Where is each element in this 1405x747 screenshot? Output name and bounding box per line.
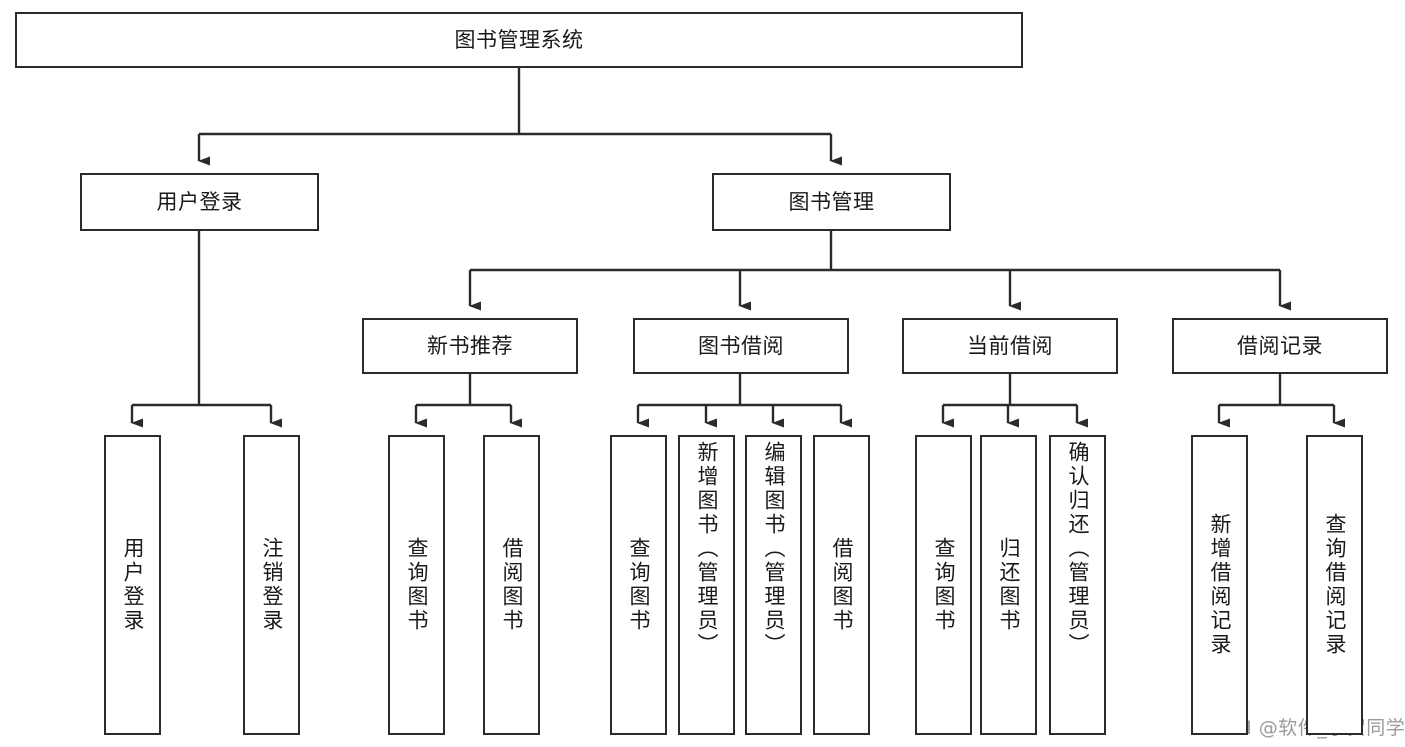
node-current-borrow[interactable]: 当前借阅 xyxy=(902,318,1118,374)
leaf-leaf-user-login[interactable]: 用户登录 xyxy=(104,435,161,735)
leaf-leaf-confirm-return-admin[interactable]: 确认归还（管理员） xyxy=(1049,435,1106,735)
leaf-leaf-borrow-book-recommend-label: 借阅图书 xyxy=(500,537,524,633)
node-book-management[interactable]: 图书管理 xyxy=(712,173,951,231)
node-current-borrow-label: 当前借阅 xyxy=(967,333,1053,358)
node-user-login-label: 用户登录 xyxy=(156,189,243,214)
node-new-book-recommend-label: 新书推荐 xyxy=(427,333,513,358)
leaf-leaf-query-book-borrow[interactable]: 查询图书 xyxy=(610,435,667,735)
leaf-leaf-query-book-recommend[interactable]: 查询图书 xyxy=(388,435,445,735)
node-book-management-label: 图书管理 xyxy=(788,189,875,214)
leaf-leaf-confirm-return-admin-label: 确认归还（管理员） xyxy=(1066,441,1090,657)
connector-lines xyxy=(130,68,1345,428)
leaf-leaf-borrow-book-label: 借阅图书 xyxy=(830,537,854,633)
leaf-leaf-add-borrow-record-label: 新增借阅记录 xyxy=(1208,513,1232,657)
leaf-leaf-user-logout[interactable]: 注销登录 xyxy=(243,435,300,735)
leaf-leaf-edit-book-admin-label: 编辑图书（管理员） xyxy=(762,441,786,657)
node-root[interactable]: 图书管理系统 xyxy=(15,12,1023,68)
leaf-leaf-query-book-current[interactable]: 查询图书 xyxy=(915,435,972,735)
leaf-leaf-return-book-label: 归还图书 xyxy=(997,537,1021,633)
leaf-leaf-borrow-book[interactable]: 借阅图书 xyxy=(813,435,870,735)
node-borrow-record-label: 借阅记录 xyxy=(1237,333,1323,358)
leaf-leaf-edit-book-admin[interactable]: 编辑图书（管理员） xyxy=(745,435,802,735)
leaf-leaf-add-borrow-record[interactable]: 新增借阅记录 xyxy=(1191,435,1248,735)
leaf-leaf-query-book-recommend-label: 查询图书 xyxy=(405,537,429,633)
leaf-leaf-query-book-borrow-label: 查询图书 xyxy=(627,537,651,633)
node-book-borrow[interactable]: 图书借阅 xyxy=(633,318,849,374)
node-new-book-recommend[interactable]: 新书推荐 xyxy=(362,318,578,374)
leaf-leaf-query-borrow-record-label: 查询借阅记录 xyxy=(1323,513,1347,657)
leaf-leaf-add-book-admin[interactable]: 新增图书（管理员） xyxy=(678,435,735,735)
node-book-borrow-label: 图书借阅 xyxy=(698,333,784,358)
node-borrow-record[interactable]: 借阅记录 xyxy=(1172,318,1388,374)
leaf-leaf-query-borrow-record[interactable]: 查询借阅记录 xyxy=(1306,435,1363,735)
leaf-leaf-return-book[interactable]: 归还图书 xyxy=(980,435,1037,735)
node-user-login[interactable]: 用户登录 xyxy=(80,173,319,231)
leaf-leaf-query-book-current-label: 查询图书 xyxy=(932,537,956,633)
leaf-leaf-add-book-admin-label: 新增图书（管理员） xyxy=(695,441,719,657)
node-root-label: 图书管理系统 xyxy=(454,27,584,52)
leaf-leaf-borrow-book-recommend[interactable]: 借阅图书 xyxy=(483,435,540,735)
leaf-leaf-user-logout-label: 注销登录 xyxy=(260,537,284,633)
leaf-leaf-user-login-label: 用户登录 xyxy=(121,537,145,633)
